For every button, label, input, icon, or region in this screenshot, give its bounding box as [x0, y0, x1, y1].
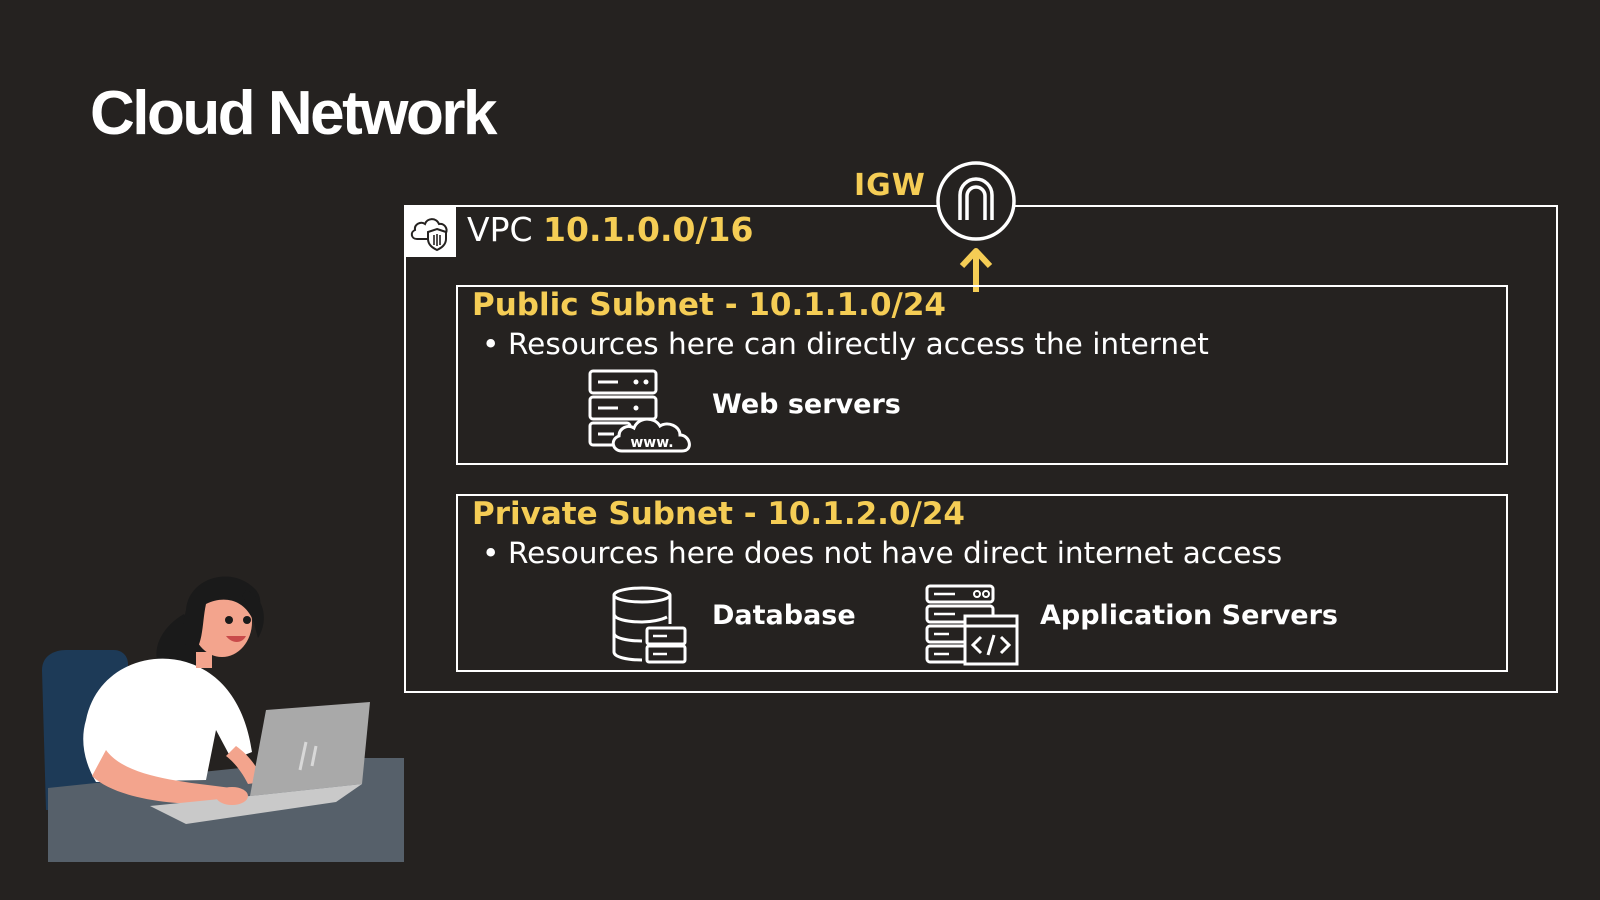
- public-subnet-title: Public Subnet - 10.1.1.0/24: [472, 287, 946, 323]
- application-server-icon: [925, 584, 1019, 666]
- bullet: •: [482, 536, 500, 570]
- page-title: Cloud Network: [90, 79, 497, 148]
- database-icon: [612, 586, 687, 664]
- private-subnet-title: Private Subnet - 10.1.2.0/24: [472, 496, 965, 532]
- vpc-cloud-shield-icon: [404, 205, 456, 257]
- web-servers-label: Web servers: [712, 389, 901, 420]
- web-server-icon: www.: [588, 369, 691, 453]
- person-with-laptop-illustration: [42, 576, 404, 862]
- private-subnet-box: Private Subnet - 10.1.2.0/24 •Resources …: [456, 494, 1508, 672]
- vpc-cidr: 10.1.0.0/16: [543, 210, 754, 249]
- bullet: •: [482, 327, 500, 361]
- application-servers-label: Application Servers: [1040, 600, 1338, 631]
- private-subnet-description: •Resources here does not have direct int…: [482, 536, 1282, 570]
- web-server-icon-text: www.: [630, 435, 673, 451]
- public-subnet-description: •Resources here can directly access the …: [482, 327, 1209, 361]
- internet-gateway-icon: [936, 161, 1016, 241]
- private-subnet-description-text: Resources here does not have direct inte…: [508, 536, 1283, 570]
- database-label: Database: [712, 600, 856, 631]
- vpc-label-text: VPC: [467, 210, 533, 249]
- public-subnet-description-text: Resources here can directly access the i…: [508, 327, 1209, 361]
- vpc-label: VPC 10.1.0.0/16: [467, 210, 753, 249]
- igw-label: IGW: [854, 168, 926, 203]
- public-subnet-box: Public Subnet - 10.1.1.0/24 •Resources h…: [456, 285, 1508, 465]
